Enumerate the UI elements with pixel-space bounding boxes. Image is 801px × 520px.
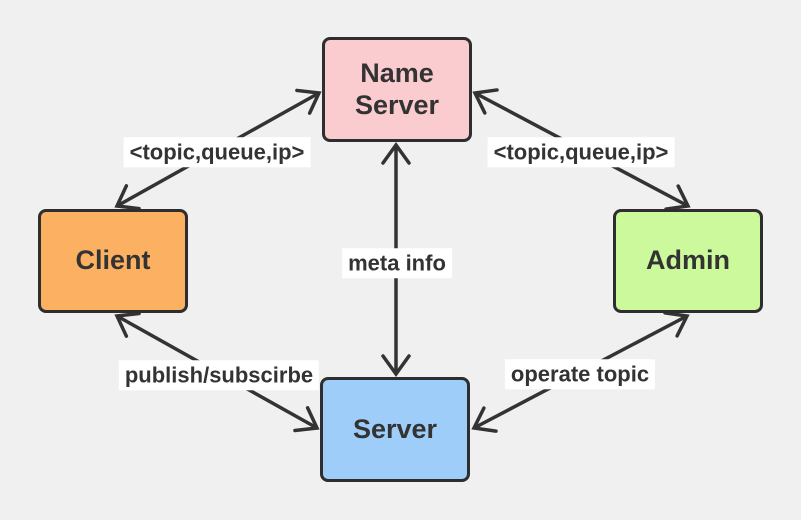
edge-label-publish-subscribe: publish/subscirbe: [118, 360, 320, 390]
node-client-label: Client: [75, 245, 151, 276]
node-name-server-label: Name Server: [354, 57, 440, 120]
edge-label-nameserver-admin: <topic,queue,ip>: [487, 137, 675, 167]
node-admin: Admin: [613, 209, 763, 313]
node-admin-label: Admin: [646, 245, 730, 276]
edge-label-meta-info: meta info: [342, 248, 452, 278]
node-client: Client: [38, 209, 188, 313]
node-server: Server: [320, 377, 470, 482]
node-server-label: Server: [352, 413, 438, 444]
node-name-server: Name Server: [322, 37, 472, 142]
edge-label-operate-topic: operate topic: [504, 359, 656, 389]
edge-label-client-nameserver: <topic,queue,ip>: [123, 137, 311, 167]
